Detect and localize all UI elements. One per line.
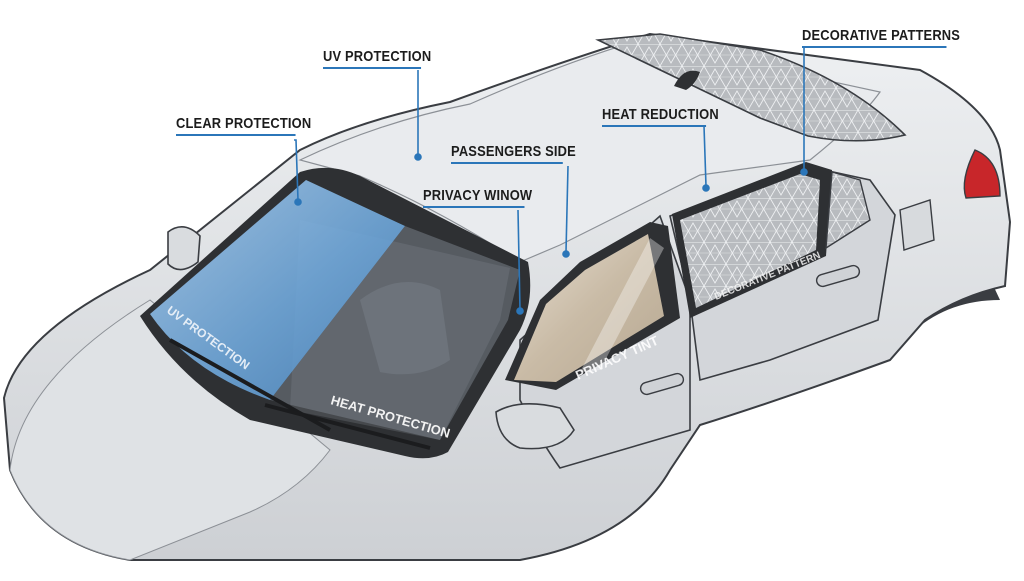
wiper-right xyxy=(264,403,431,450)
callout-heat-underline xyxy=(602,125,707,127)
callout-privacy-window: PRIVACY WINOW xyxy=(423,187,532,208)
antenna xyxy=(674,70,700,90)
callout-uv-protection: UV PROTECTION xyxy=(323,48,431,69)
right-mirror xyxy=(495,403,575,450)
callout-privacy-window-text: PRIVACY WINOW xyxy=(423,187,533,204)
callout-passengers-side: PASSENGERS SIDE xyxy=(451,143,576,164)
callout-clear-protection-text: CLEAR PROTECTION xyxy=(176,115,312,132)
front-door-handle xyxy=(639,372,685,396)
leader-privacy xyxy=(517,209,521,311)
callout-privacy-underline xyxy=(423,206,525,208)
callout-passengers-side-text: PASSENGERS SIDE xyxy=(451,143,576,160)
hood xyxy=(9,299,331,561)
callout-heat-reduction: HEAT REDUCTION xyxy=(602,106,719,127)
callout-decorative-patterns-text: DECORATIVE PATTERNS xyxy=(802,27,961,44)
rear-door-handle xyxy=(815,264,861,288)
left-mirror xyxy=(167,226,201,271)
callout-passengers-underline xyxy=(451,162,563,164)
front-window-glare xyxy=(580,238,664,372)
callout-decorative-underline xyxy=(802,46,947,48)
quarter-glass xyxy=(825,171,871,250)
windshield-film-heat xyxy=(270,226,520,440)
rear-window-pattern xyxy=(680,174,820,308)
leader-heat xyxy=(703,125,707,187)
leader-passengers xyxy=(565,165,569,253)
leader-clear xyxy=(294,139,299,201)
callout-clear-underline xyxy=(176,134,296,136)
front-window-tint xyxy=(514,234,664,382)
callout-uv-protection-text: UV PROTECTION xyxy=(323,48,432,65)
callout-heat-reduction-text: HEAT REDUCTION xyxy=(602,106,719,123)
leader-lines xyxy=(294,48,808,315)
fuel-cap xyxy=(899,199,935,251)
tail-light xyxy=(963,149,1001,199)
callout-uv-underline xyxy=(323,67,422,69)
callout-clear-protection: CLEAR PROTECTION xyxy=(176,115,311,136)
callout-decorative-patterns: DECORATIVE PATTERNS xyxy=(802,27,960,48)
windshield-film-blue xyxy=(150,180,405,400)
